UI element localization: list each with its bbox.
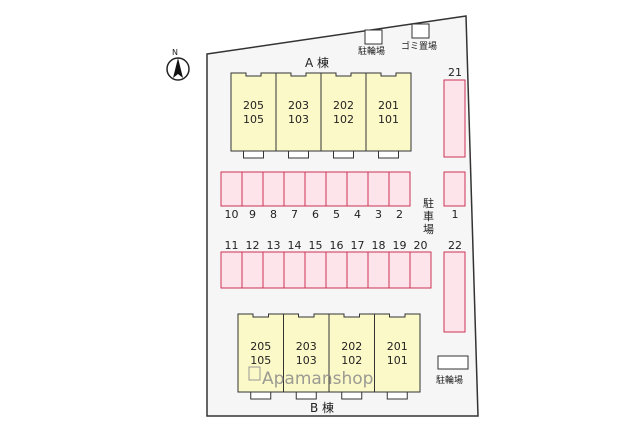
building-b-unit-1-upper: 205 bbox=[250, 340, 271, 353]
parking-row2-space-13 bbox=[262, 251, 285, 289]
building-b-label: B 棟 bbox=[310, 400, 334, 415]
parking-right-number-1: 1 bbox=[452, 208, 459, 221]
parking-row2-number-19: 19 bbox=[393, 239, 407, 252]
building-b-unit-3-lower: 102 bbox=[341, 354, 362, 367]
parking-row2-space-19 bbox=[388, 251, 411, 289]
building-a-label: A 棟 bbox=[305, 55, 329, 70]
parking-row1-space-7 bbox=[283, 171, 306, 207]
building-a-unit-3-lower: 102 bbox=[333, 113, 354, 126]
parking-row1-space-2 bbox=[388, 171, 411, 207]
building-b-unit-2-upper: 203 bbox=[296, 340, 317, 353]
building-b-porch-4 bbox=[386, 391, 408, 400]
parking-row1-number-5: 5 bbox=[333, 208, 340, 221]
parking-label-char-1: 駐 bbox=[423, 196, 434, 210]
building-b-unit-4-lower: 101 bbox=[387, 354, 408, 367]
parking-row2-number-13: 13 bbox=[267, 239, 281, 252]
parking-right-space-22 bbox=[443, 251, 466, 333]
parking-row2-number-17: 17 bbox=[351, 239, 365, 252]
parking-row1-space-3 bbox=[367, 171, 390, 207]
parking-row2-number-16: 16 bbox=[330, 239, 344, 252]
parking-row2-number-15: 15 bbox=[309, 239, 323, 252]
parking-row1-space-8 bbox=[262, 171, 285, 207]
parking-row1-number-3: 3 bbox=[375, 208, 382, 221]
building-a-unit-1-upper: 205 bbox=[243, 99, 264, 112]
building-a-unit-1-lower: 105 bbox=[243, 113, 264, 126]
parking-row2-space-20 bbox=[409, 251, 432, 289]
parking-row2-number-14: 14 bbox=[288, 239, 302, 252]
building-a-unit-2-lower: 103 bbox=[288, 113, 309, 126]
parking-row2-space-18 bbox=[367, 251, 390, 289]
garbage-area-label: ゴミ置場 bbox=[401, 40, 437, 52]
parking-row2-space-11 bbox=[220, 251, 243, 289]
parking-right-number-21: 21 bbox=[448, 66, 462, 79]
parking-right-space-21 bbox=[443, 79, 466, 158]
building-b-unit-2-lower: 103 bbox=[296, 354, 317, 367]
parking-label-char-3: 場 bbox=[423, 223, 434, 236]
parking-row1-number-4: 4 bbox=[354, 208, 361, 221]
building-a-unit-4-upper: 201 bbox=[378, 99, 399, 112]
building-a-porch-4 bbox=[378, 150, 399, 159]
watermark-logo-mark bbox=[248, 366, 261, 381]
parking-row2-space-16 bbox=[325, 251, 348, 289]
parking-row1-number-9: 9 bbox=[249, 208, 256, 221]
parking-right-space-1 bbox=[443, 171, 466, 207]
garbage-area-box bbox=[411, 23, 430, 39]
building-a-unit-2-upper: 203 bbox=[288, 99, 309, 112]
bike-parking-top-box bbox=[364, 29, 383, 45]
building-a-unit-1 bbox=[230, 72, 277, 152]
building-a-unit-3 bbox=[320, 72, 367, 152]
parking-row1-space-10 bbox=[220, 171, 243, 207]
north-label: N bbox=[172, 48, 178, 57]
parking-row2-space-15 bbox=[304, 251, 327, 289]
parking-row2-number-18: 18 bbox=[372, 239, 386, 252]
parking-right: 21 1 22 bbox=[443, 66, 466, 333]
building-a-unit-4 bbox=[365, 72, 412, 152]
parking-row1-number-10: 10 bbox=[225, 208, 239, 221]
building-b-unit-1-lower: 105 bbox=[250, 354, 271, 367]
building-a-unit-3-upper: 202 bbox=[333, 99, 354, 112]
parking-row2-number-11: 11 bbox=[225, 239, 239, 252]
parking-row2-space-12 bbox=[241, 251, 264, 289]
parking-row-1: 10 9 8 7 6 5 4 3 2 bbox=[220, 171, 411, 221]
parking-row2-space-14 bbox=[283, 251, 306, 289]
parking-row1-number-8: 8 bbox=[270, 208, 277, 221]
building-b-unit-4-upper: 201 bbox=[387, 340, 408, 353]
building-b-porch-3 bbox=[341, 391, 363, 400]
parking-row2-number-20: 20 bbox=[414, 239, 428, 252]
parking-row1-space-9 bbox=[241, 171, 264, 207]
parking-right-number-22: 22 bbox=[448, 239, 462, 252]
parking-row1-number-6: 6 bbox=[312, 208, 319, 221]
building-b-porch-2 bbox=[295, 391, 317, 400]
parking-label: 駐 車 場 bbox=[423, 196, 434, 236]
north-compass-icon bbox=[166, 57, 190, 81]
building-a-unit-4-lower: 101 bbox=[378, 113, 399, 126]
building-a-unit-2 bbox=[275, 72, 322, 152]
parking-row1-space-4 bbox=[346, 171, 369, 207]
parking-row1-number-7: 7 bbox=[291, 208, 298, 221]
parking-row1-number-2: 2 bbox=[396, 208, 403, 221]
building-a-porch-2 bbox=[288, 150, 309, 159]
building-a-porch-3 bbox=[333, 150, 354, 159]
building-a-porch-1 bbox=[243, 150, 264, 159]
building-b-porch-1 bbox=[250, 391, 272, 400]
parking-row2-number-12: 12 bbox=[246, 239, 260, 252]
building-b-unit-4 bbox=[374, 313, 421, 393]
parking-row2-space-17 bbox=[346, 251, 369, 289]
parking-label-char-2: 車 bbox=[423, 209, 434, 223]
bike-parking-bottom-label: 駐輪場 bbox=[436, 374, 463, 386]
parking-row1-space-5 bbox=[325, 171, 348, 207]
parking-row-2: 11 12 13 14 15 16 17 18 19 20 bbox=[220, 239, 432, 289]
watermark-text: Apamanshop bbox=[262, 369, 373, 389]
bike-parking-bottom-box bbox=[437, 355, 469, 370]
bike-parking-top-label: 駐輪場 bbox=[358, 45, 385, 57]
parking-row1-space-6 bbox=[304, 171, 327, 207]
building-b-unit-3-upper: 202 bbox=[341, 340, 362, 353]
